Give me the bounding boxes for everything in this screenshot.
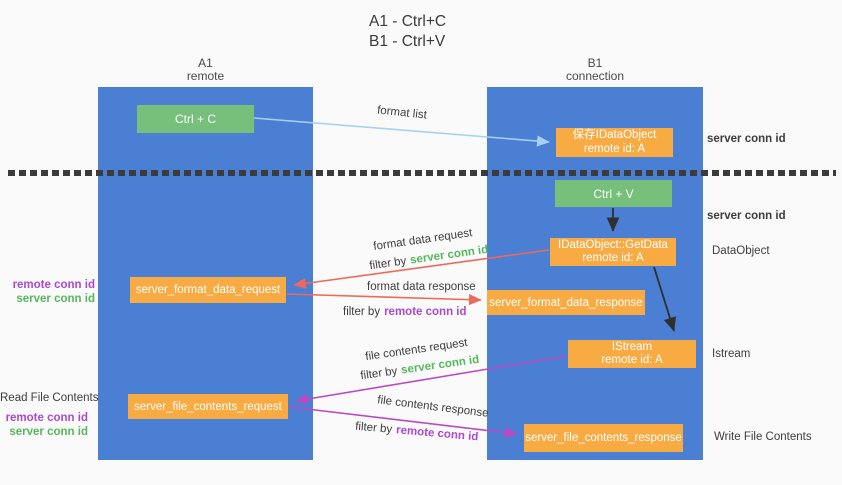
label-file-contents-response: file contents response	[376, 394, 490, 420]
node-save-idataobject-line1: 保存IDataObject	[572, 129, 657, 141]
filter-by-text-3: filter by	[359, 365, 399, 383]
title-line-2: B1 - Ctrl+V	[369, 33, 446, 50]
right-label-server-conn-id-mid: server conn id	[707, 210, 786, 222]
node-save-idataobject: 保存IDataObject remote id: A	[556, 128, 673, 157]
column-b1-name: B1	[587, 56, 603, 70]
right-label-istream: Istream	[712, 348, 751, 360]
node-server-format-data-response-label: server_format_data_response	[489, 296, 643, 309]
node-server-file-contents-response-label: server_file_contents_response	[525, 432, 682, 444]
column-header-a1: A1 remote	[98, 57, 313, 83]
node-server-file-contents-response: server_file_contents_response	[524, 424, 683, 452]
column-header-b1: B1 connection	[487, 57, 703, 83]
node-server-format-data-response: server_format_data_response	[487, 290, 645, 315]
filter-by-text-2: filter by	[343, 306, 381, 318]
node-ctrl-v: Ctrl + V	[555, 180, 672, 207]
remote-conn-id-text-2: remote conn id	[395, 424, 479, 444]
left-remote-conn-id-2: remote conn id	[5, 412, 88, 424]
right-label-write-file-contents: Write File Contents	[714, 431, 812, 443]
node-idataobject-getdata-line2: remote id: A	[582, 252, 644, 264]
left-label-group-format: remote conn id server conn id	[0, 278, 95, 306]
node-istream: IStream remote id: A	[568, 340, 696, 368]
filter-by-text-4: filter by	[354, 420, 393, 436]
left-server-conn-id-2: server conn id	[9, 426, 88, 438]
node-ctrl-c: Ctrl + C	[137, 105, 254, 133]
node-idataobject-getdata: IDataObject::GetData remote id: A	[550, 238, 676, 266]
server-conn-id-text-2: server conn id	[400, 353, 480, 377]
left-label-read-file-contents: Read File Contents	[0, 392, 99, 404]
left-label-group-file: remote conn id server conn id	[0, 411, 88, 439]
filter-by-text-1: filter by	[368, 255, 408, 273]
remote-conn-id-text-1: remote conn id	[384, 306, 467, 318]
left-server-conn-id-1: server conn id	[16, 293, 95, 305]
title-line-1: A1 - Ctrl+C	[369, 13, 447, 30]
node-ctrl-v-label: Ctrl + V	[593, 186, 634, 201]
node-server-format-data-request: server_format_data_request	[130, 277, 286, 303]
node-server-file-contents-request: server_file_contents_request	[128, 394, 288, 419]
node-save-idataobject-line2: remote id: A	[583, 142, 646, 155]
node-server-file-contents-request-label: server_file_contents_request	[134, 400, 282, 413]
diagram-title: A1 - Ctrl+C B1 - Ctrl+V	[369, 12, 446, 52]
node-ctrl-c-label: Ctrl + C	[174, 112, 216, 126]
node-istream-line1: IStream	[611, 340, 653, 353]
node-server-format-data-request-label: server_format_data_request	[135, 284, 281, 296]
right-label-server-conn-id-top: server conn id	[707, 133, 786, 145]
column-b1-subtitle: connection	[565, 69, 625, 83]
label-format-data-response: format data response	[367, 281, 476, 293]
server-conn-id-text-1: server conn id	[409, 243, 489, 267]
phase-separator-dotted-line	[8, 170, 836, 176]
node-istream-line2: remote id: A	[601, 354, 663, 366]
column-a1-name: A1	[198, 56, 213, 70]
left-remote-conn-id-1: remote conn id	[12, 279, 95, 291]
column-a1-subtitle: remote	[186, 69, 225, 83]
node-idataobject-getdata-line1: IDataObject::GetData	[558, 238, 668, 251]
right-label-dataobject: DataObject	[712, 245, 770, 257]
arrow-format-data-response	[286, 293, 482, 306]
label-format-list: format list	[376, 104, 428, 122]
